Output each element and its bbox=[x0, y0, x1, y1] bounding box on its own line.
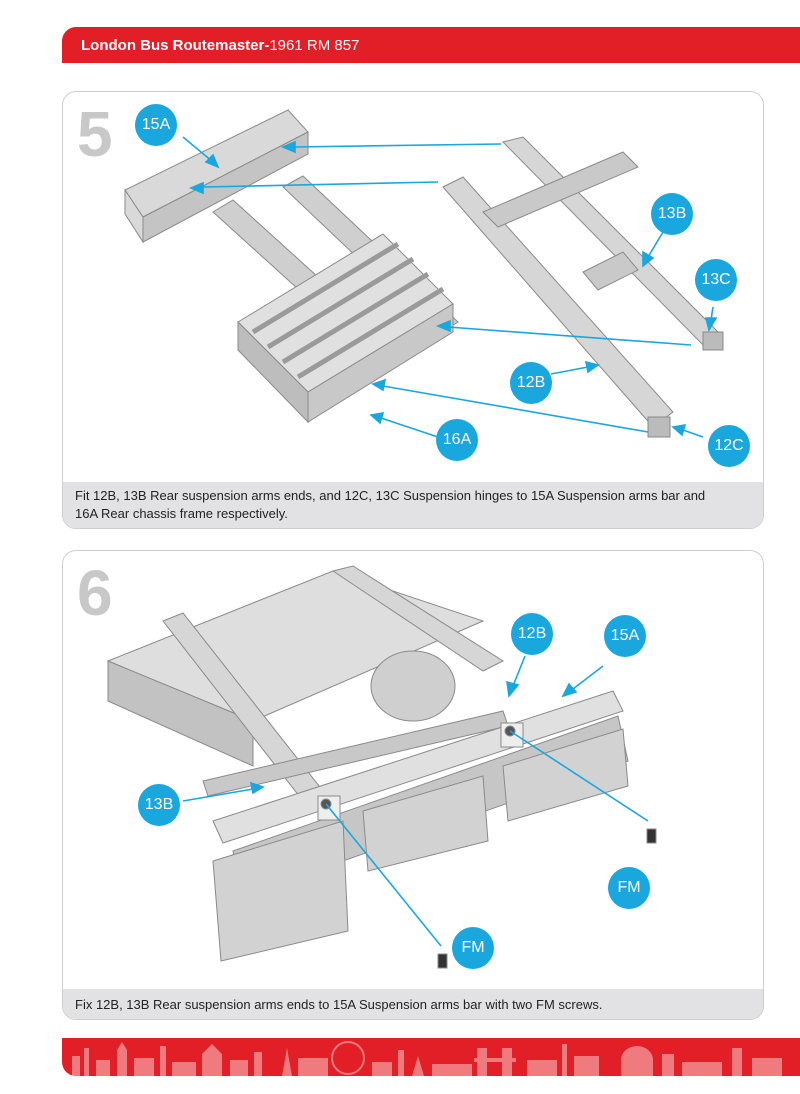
callout-15A: 15A bbox=[604, 615, 646, 657]
header-title-bold: London Bus Routemaster- bbox=[81, 36, 270, 54]
callout-13B: 13B bbox=[651, 193, 693, 235]
step-6-illustration bbox=[106, 565, 657, 969]
step-number: 6 bbox=[77, 557, 113, 629]
caption-line-2: 16A Rear chassis frame respectively. bbox=[75, 506, 288, 521]
step-5-illustration bbox=[124, 109, 724, 438]
callout-15A: 15A bbox=[135, 104, 177, 146]
header-title-model: 1961 RM 857 bbox=[269, 36, 360, 54]
callout-13C: 13C bbox=[695, 259, 737, 301]
callout-FM-right: FM bbox=[608, 867, 650, 909]
london-skyline-graphic bbox=[72, 1041, 782, 1076]
callout-12C: 12C bbox=[708, 425, 750, 467]
step-5-caption: Fit 12B, 13B Rear suspension arms ends, … bbox=[63, 482, 763, 528]
callout-FM-left: FM bbox=[452, 927, 494, 969]
callout-12B: 12B bbox=[510, 362, 552, 404]
caption-line-1: Fit 12B, 13B Rear suspension arms ends, … bbox=[75, 488, 706, 503]
footer-skyline-banner bbox=[62, 1038, 800, 1076]
callout-16A: 16A bbox=[436, 419, 478, 461]
step-5-panel: 5 15A 13B 13C 12B 16A 12C Fit 12B, 13B R… bbox=[62, 91, 764, 529]
step-6-caption: Fix 12B, 13B Rear suspension arms ends t… bbox=[63, 989, 763, 1019]
page-header: London Bus Routemaster- 1961 RM 857 bbox=[62, 27, 800, 63]
step-number: 5 bbox=[77, 98, 113, 170]
step-6-panel: 6 12B 15A 13B FM FM Fix 12B, 13B Rear su… bbox=[62, 550, 764, 1020]
callout-13B: 13B bbox=[138, 784, 180, 826]
callout-12B: 12B bbox=[511, 613, 553, 655]
